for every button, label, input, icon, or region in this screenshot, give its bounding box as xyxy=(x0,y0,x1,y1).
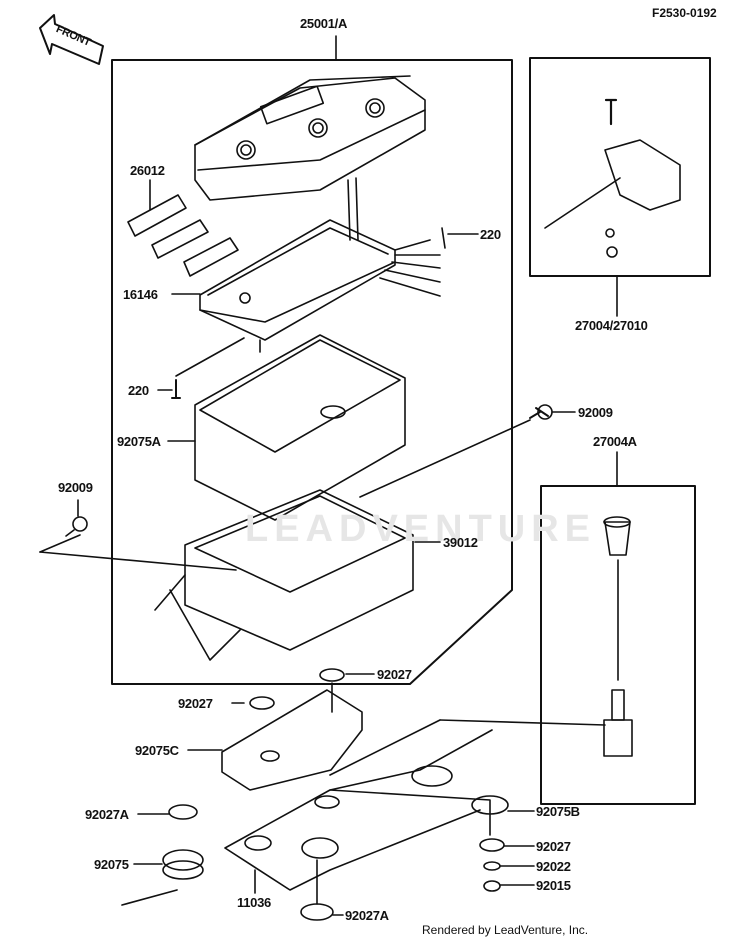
label-220-top[interactable]: 220 xyxy=(480,227,501,242)
label-26012[interactable]: 26012 xyxy=(130,163,165,178)
label-92015[interactable]: 92015 xyxy=(536,878,571,893)
watermark: LEADVENTURE xyxy=(245,508,597,550)
label-27004a[interactable]: 27004A xyxy=(593,434,637,449)
battery-group xyxy=(127,179,239,277)
label-27004-27010[interactable]: 27004/27010 xyxy=(575,318,648,333)
cover xyxy=(194,334,406,521)
label-92075[interactable]: 92075 xyxy=(94,857,129,872)
switch-drawing xyxy=(544,98,681,258)
label-92027-left[interactable]: 92027 xyxy=(178,696,213,711)
bracket xyxy=(224,729,493,891)
label-92027a-bottom[interactable]: 92027A xyxy=(345,908,389,923)
meter-assembly-frame xyxy=(111,59,513,685)
label-92075a[interactable]: 92075A xyxy=(117,434,161,449)
label-16146[interactable]: 16146 xyxy=(123,287,158,302)
case-holder xyxy=(154,489,414,661)
label-92027-top[interactable]: 92027 xyxy=(377,667,412,682)
damper-plate xyxy=(221,689,363,791)
label-92022[interactable]: 92022 xyxy=(536,859,571,874)
label-92027a[interactable]: 92027A xyxy=(85,807,129,822)
label-92027-right[interactable]: 92027 xyxy=(536,839,571,854)
button-switch-frame xyxy=(540,485,696,805)
button-switch-drawing xyxy=(603,516,633,757)
case-base xyxy=(199,219,441,353)
front-arrow-icon xyxy=(39,14,104,65)
meter-head xyxy=(194,75,426,241)
label-92075b[interactable]: 92075B xyxy=(536,804,580,819)
switch-assembly-frame xyxy=(529,57,711,277)
reference-code: F2530-0192 xyxy=(652,6,717,20)
label-92009-left[interactable]: 92009 xyxy=(58,480,93,495)
label-25001-a[interactable]: 25001/A xyxy=(300,16,348,31)
label-92009-right[interactable]: 92009 xyxy=(578,405,613,420)
label-39012[interactable]: 39012 xyxy=(443,535,478,550)
label-92075c[interactable]: 92075C xyxy=(135,743,179,758)
label-220-mid[interactable]: 220 xyxy=(128,383,149,398)
credit-text: Rendered by LeadVenture, Inc. xyxy=(422,923,589,937)
label-11036[interactable]: 11036 xyxy=(237,895,271,910)
